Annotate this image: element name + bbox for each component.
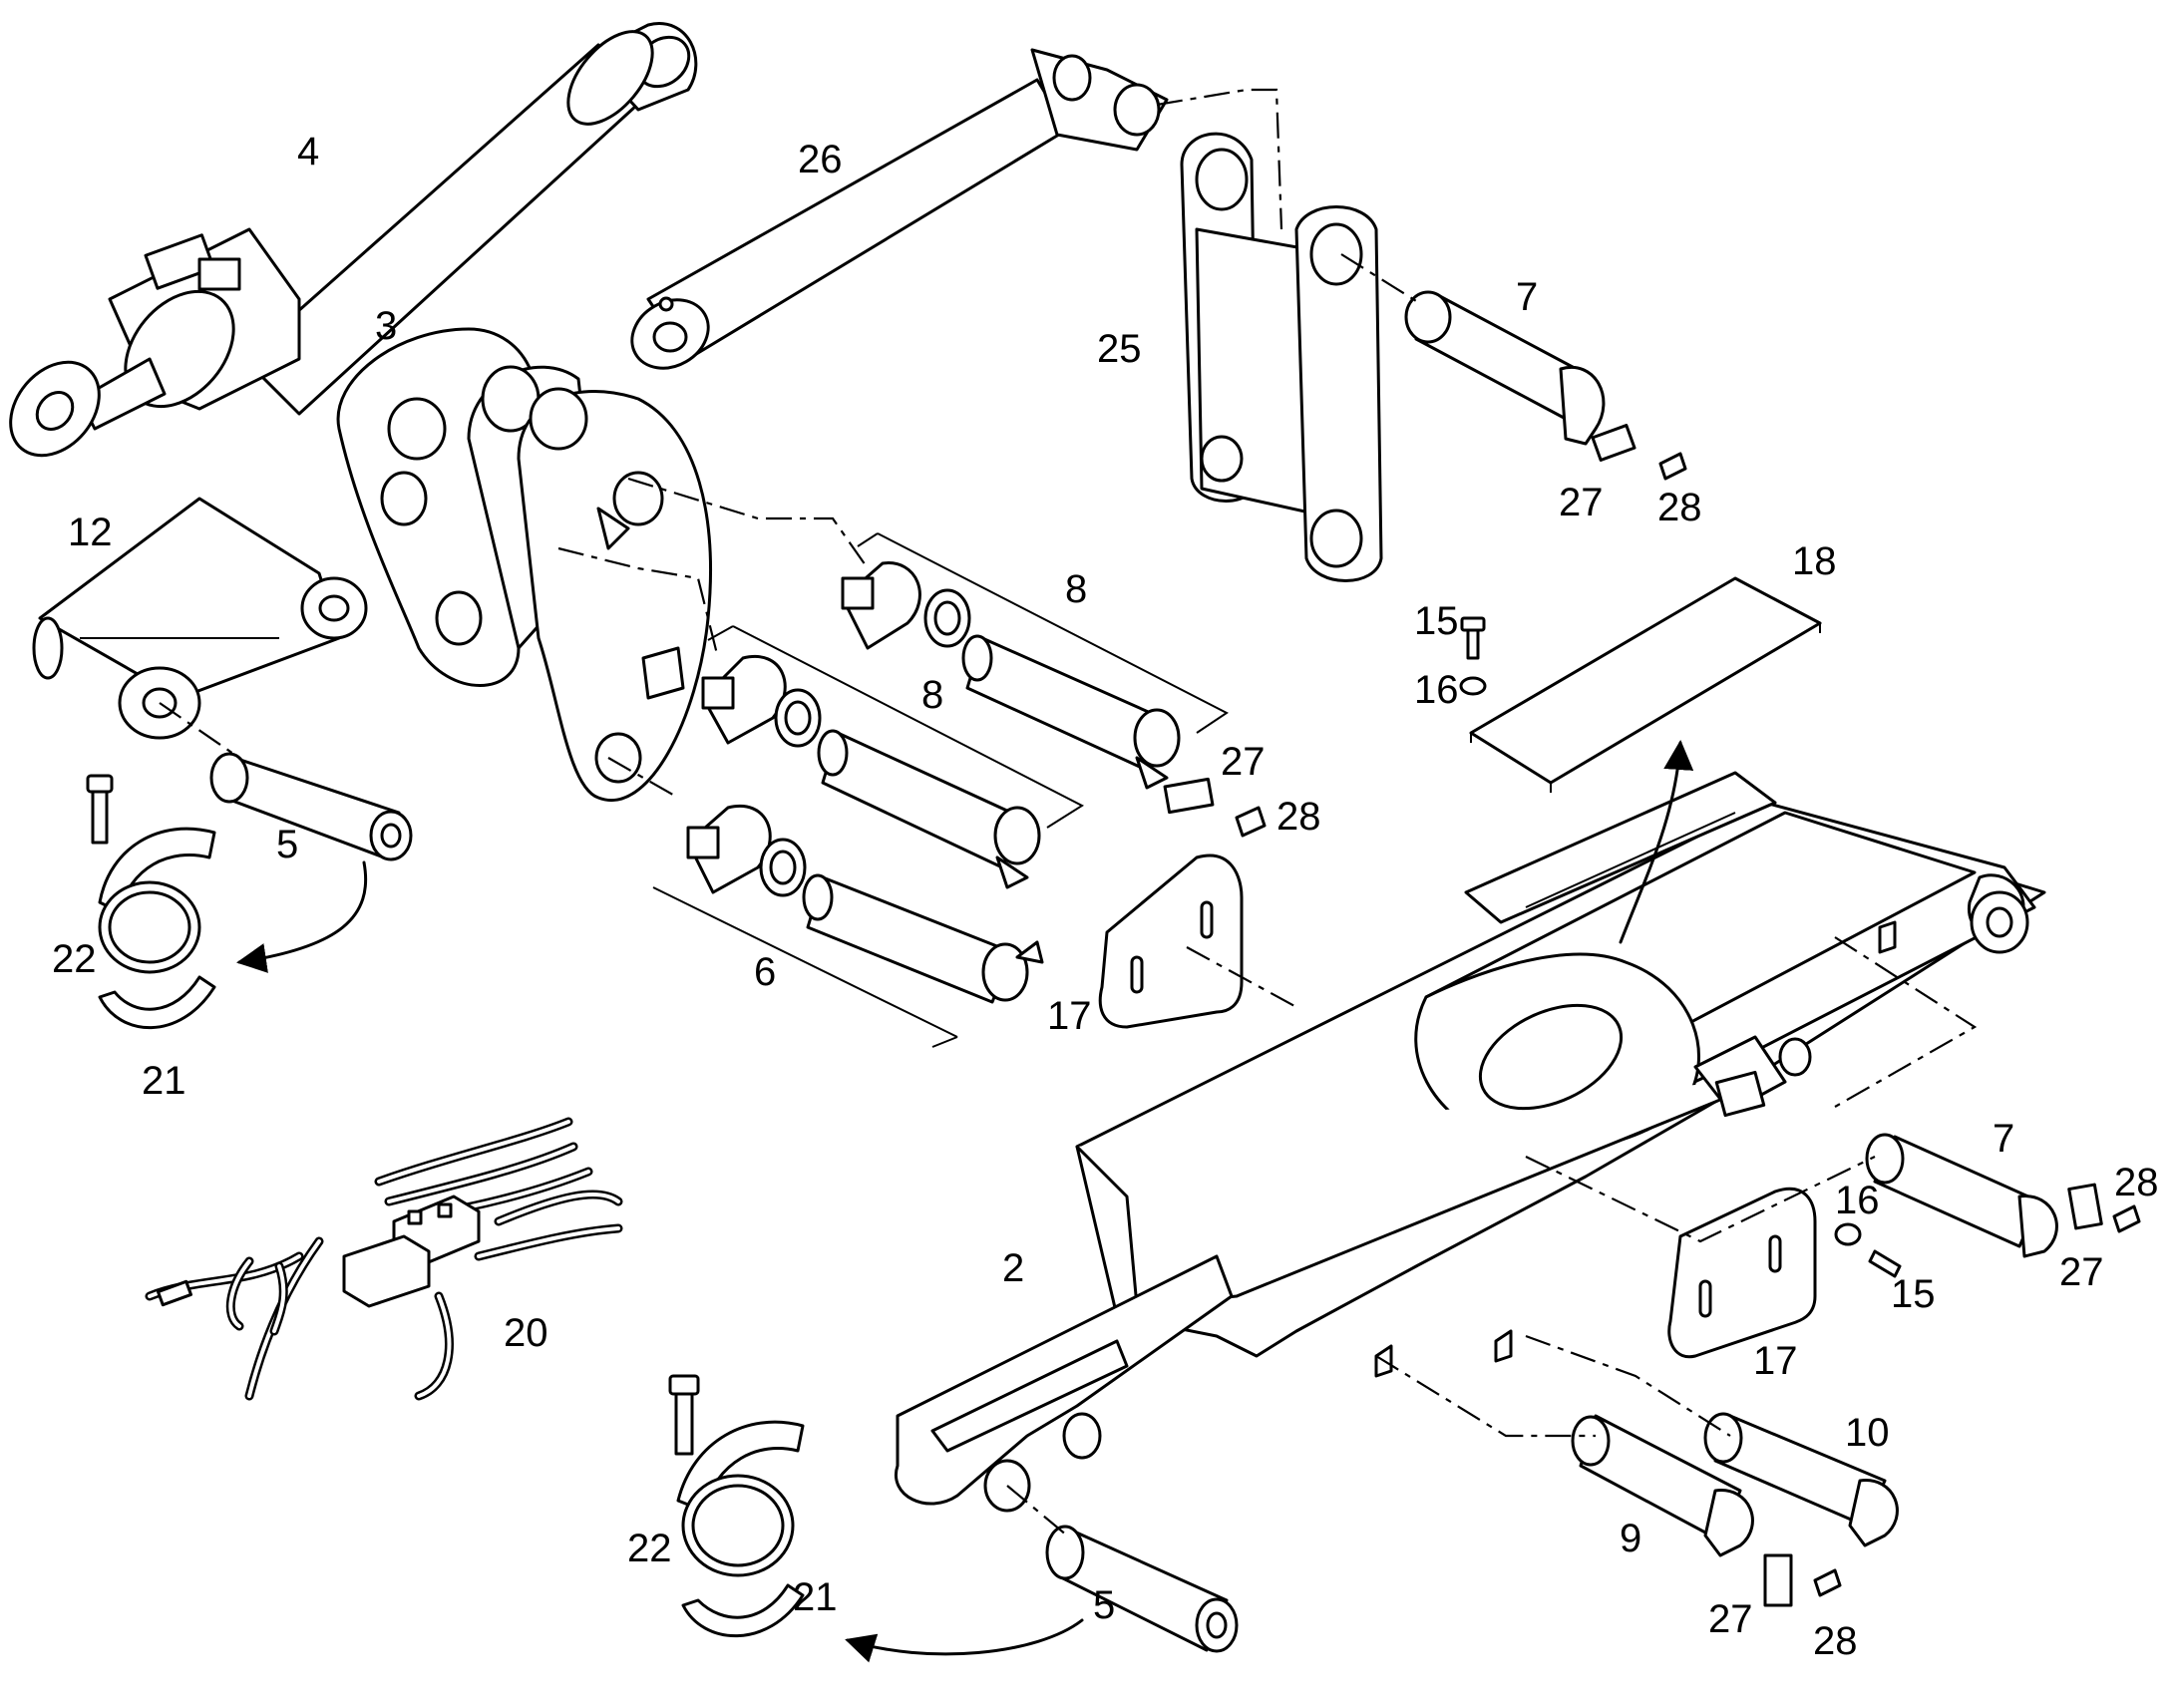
callout-28-right: 28 bbox=[2114, 1161, 2159, 1204]
link-rod bbox=[630, 48, 1169, 370]
leader-brackets bbox=[652, 532, 1229, 1048]
callout-6: 6 bbox=[754, 950, 776, 994]
callout-26: 26 bbox=[798, 138, 843, 181]
callout-25: 25 bbox=[1097, 327, 1142, 371]
callout-16-right: 16 bbox=[1835, 1179, 1880, 1222]
pin-7-top bbox=[1404, 290, 1687, 481]
callout-8-top: 8 bbox=[1065, 567, 1087, 611]
clamp-set-left bbox=[86, 774, 216, 1030]
callout-18: 18 bbox=[1792, 539, 1837, 583]
callout-15-top: 15 bbox=[1414, 599, 1459, 643]
pin-5-bottom bbox=[1045, 1525, 1239, 1653]
callout-27-right: 27 bbox=[2059, 1250, 2104, 1294]
cover-17-upper bbox=[1098, 854, 1244, 1029]
pin-set-6 bbox=[686, 805, 1044, 1004]
callout-21-bottom: 21 bbox=[793, 1575, 838, 1619]
callout-21-left: 21 bbox=[142, 1059, 186, 1103]
callout-17-upper: 17 bbox=[1047, 994, 1092, 1038]
callout-28-top: 28 bbox=[1657, 486, 1702, 529]
callout-22-bottom: 22 bbox=[627, 1527, 672, 1570]
pin-5-left bbox=[209, 752, 413, 861]
callout-27-middle: 27 bbox=[1221, 740, 1266, 784]
callout-28-middle: 28 bbox=[1276, 795, 1321, 839]
cover-17-lower bbox=[1667, 1187, 1817, 1359]
callout-5-left: 5 bbox=[276, 823, 298, 866]
callout-5-bottom: 5 bbox=[1093, 1583, 1115, 1627]
bolt-16-15-right bbox=[1834, 1222, 1902, 1278]
callout-labels: 2 3 4 5 5 6 7 7 8 8 9 10 12 15 15 16 16 … bbox=[52, 130, 2159, 1663]
bolt-15-top bbox=[1459, 616, 1487, 696]
callout-27-bottom: 27 bbox=[1708, 1597, 1753, 1641]
callout-12: 12 bbox=[68, 511, 113, 554]
pin-10 bbox=[1703, 1412, 1899, 1547]
callout-4: 4 bbox=[297, 130, 319, 173]
boom-lower-arm bbox=[894, 1254, 1234, 1513]
boom-body bbox=[894, 771, 2046, 1513]
callout-9: 9 bbox=[1620, 1517, 1641, 1560]
callout-10: 10 bbox=[1845, 1411, 1890, 1455]
hydraulic-cylinder bbox=[9, 22, 698, 458]
callout-16-top: 16 bbox=[1414, 668, 1459, 712]
callout-28-bottom: 28 bbox=[1813, 1619, 1858, 1663]
pin-set-8-lower bbox=[701, 655, 1041, 889]
callout-7-top: 7 bbox=[1516, 275, 1538, 319]
pin-9 bbox=[1571, 1414, 1842, 1607]
callout-22-left: 22 bbox=[52, 937, 97, 981]
swivel-plates bbox=[336, 327, 712, 802]
cover-plate-18 bbox=[1469, 576, 1822, 793]
pin-7-right bbox=[1865, 1133, 2141, 1258]
callout-17-lower: 17 bbox=[1753, 1339, 1798, 1383]
callout-2: 2 bbox=[1002, 1246, 1024, 1290]
hydraulic-valve-assembly bbox=[145, 1117, 623, 1401]
motion-arrows bbox=[236, 740, 1694, 1663]
frame-bracket bbox=[1180, 132, 1383, 582]
center-lines bbox=[159, 88, 1978, 1537]
callout-15-right: 15 bbox=[1891, 1272, 1936, 1316]
pin-set-8-upper bbox=[841, 561, 1267, 838]
clamp-set-bottom bbox=[668, 1374, 805, 1638]
callout-8-middle: 8 bbox=[921, 673, 943, 717]
callout-27-top: 27 bbox=[1559, 481, 1604, 524]
callout-3: 3 bbox=[375, 304, 397, 348]
callout-20: 20 bbox=[504, 1311, 548, 1355]
callout-7-right: 7 bbox=[1993, 1117, 2014, 1161]
